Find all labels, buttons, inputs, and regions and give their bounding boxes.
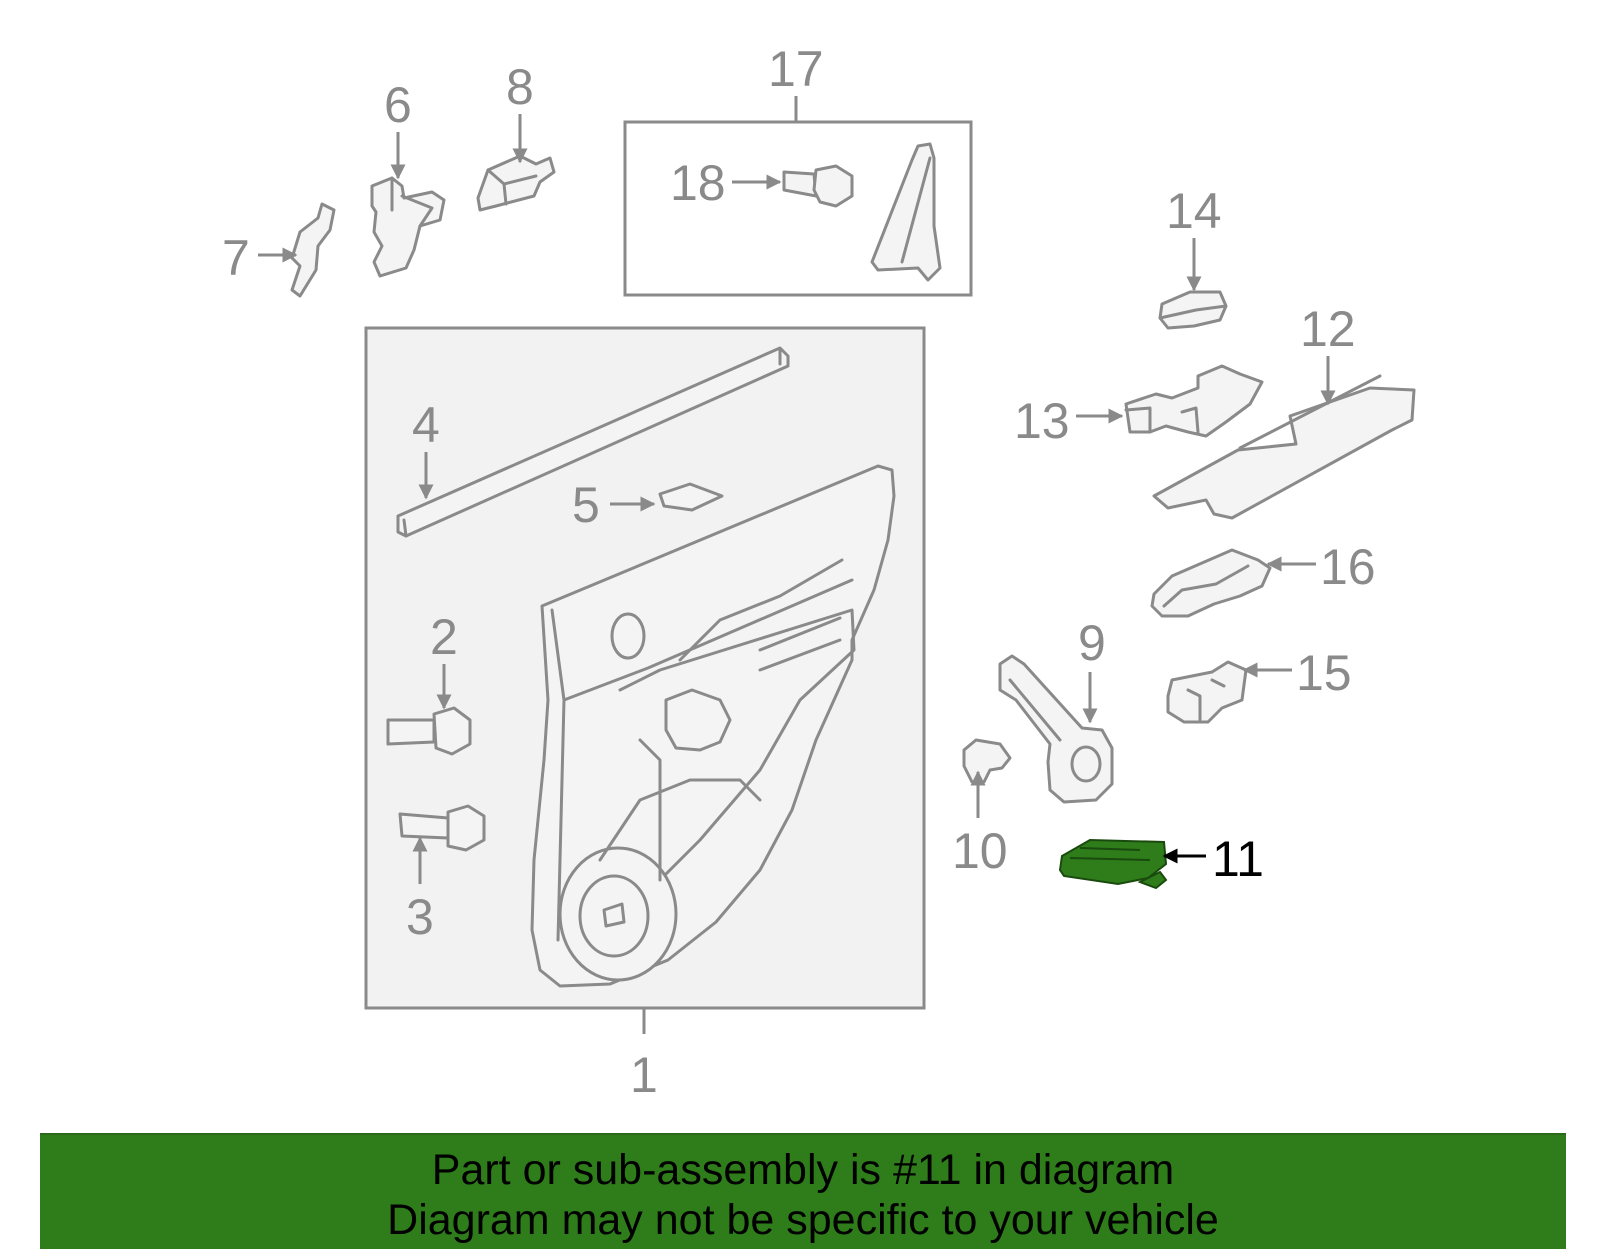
banner-line-2: Diagram may not be specific to your vehi…	[387, 1196, 1219, 1244]
part-4[interactable]	[396, 346, 790, 538]
part-2[interactable]	[386, 706, 472, 756]
info-banner: Part or sub-assembly is #11 in diagram D…	[40, 1133, 1566, 1249]
part-5[interactable]	[658, 482, 724, 512]
part-8[interactable]	[476, 154, 556, 212]
part-12[interactable]	[1152, 374, 1416, 520]
callout-4: 4	[412, 397, 440, 453]
part-16[interactable]	[1150, 548, 1272, 618]
part-18[interactable]	[782, 164, 854, 208]
callout-16: 16	[1320, 539, 1376, 595]
part-11-highlighted[interactable]	[1058, 838, 1168, 890]
part-10[interactable]	[962, 738, 1012, 784]
part-13[interactable]	[1124, 364, 1264, 438]
callout-18: 18	[670, 155, 726, 211]
part-6[interactable]	[370, 176, 446, 278]
callout-6: 6	[384, 77, 412, 133]
callout-13: 13	[1014, 393, 1070, 449]
callout-10: 10	[952, 823, 1008, 879]
callout-9: 9	[1078, 615, 1106, 671]
callout-3: 3	[406, 889, 434, 945]
banner-line-1: Part or sub-assembly is #11 in diagram	[431, 1146, 1175, 1194]
part-14[interactable]	[1158, 290, 1228, 330]
callout-7: 7	[222, 230, 250, 286]
callout-14: 14	[1166, 183, 1222, 239]
callout-1: 1	[630, 1047, 658, 1103]
callout-2: 2	[430, 609, 458, 665]
callout-8: 8	[506, 59, 534, 115]
callout-11: 11	[1212, 831, 1264, 887]
part-3[interactable]	[398, 804, 486, 852]
part-9[interactable]	[998, 654, 1114, 804]
callout-12: 12	[1300, 301, 1356, 357]
part-17-trim[interactable]	[870, 142, 942, 282]
callout-15: 15	[1296, 645, 1352, 701]
part-1-door-panel[interactable]	[530, 464, 896, 988]
part-7[interactable]	[290, 202, 336, 298]
part-15[interactable]	[1166, 660, 1248, 724]
callout-17: 17	[768, 41, 824, 97]
callout-5: 5	[572, 477, 600, 533]
